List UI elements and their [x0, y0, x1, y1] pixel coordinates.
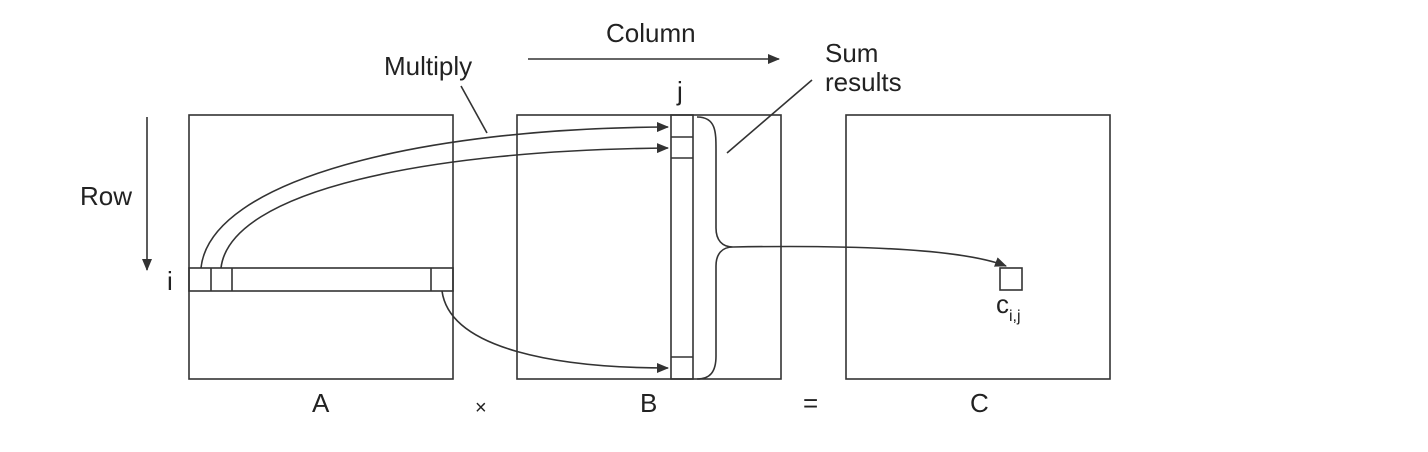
- sum-label-line2: results: [825, 67, 902, 97]
- result-cell-letter: c: [996, 289, 1009, 319]
- column-index-label: j: [676, 76, 683, 106]
- multiply-leader-line: [460, 85, 488, 134]
- multiply-arrow-first: [200, 122, 669, 269]
- matrix-b-label: B: [640, 388, 657, 418]
- sum-label-line1: Sum: [825, 38, 878, 68]
- row-index-label: i: [167, 266, 173, 296]
- times-sign: ×: [475, 397, 487, 419]
- result-cell-label: ci,j: [996, 289, 1021, 325]
- result-cell-subscript: i,j: [1009, 308, 1021, 325]
- matrix-c: [845, 114, 1111, 380]
- result-cell: [999, 267, 1023, 291]
- matrix-b-column-strip: [670, 114, 694, 380]
- sum-to-result-arrow: [732, 245, 1007, 267]
- multiply-label: Multiply: [384, 51, 472, 81]
- matrix-a: [188, 114, 454, 380]
- sum-leader-line: [726, 79, 813, 154]
- multiply-arrow-second: [220, 143, 669, 269]
- column-label: Column: [606, 18, 696, 48]
- matrix-a-row-strip: [188, 267, 454, 292]
- matrix-c-label: C: [970, 388, 989, 418]
- multiply-arrow-last: [441, 290, 669, 373]
- equals-sign: =: [803, 388, 818, 418]
- matrix-a-label: A: [312, 388, 330, 418]
- row-label: Row: [80, 181, 132, 211]
